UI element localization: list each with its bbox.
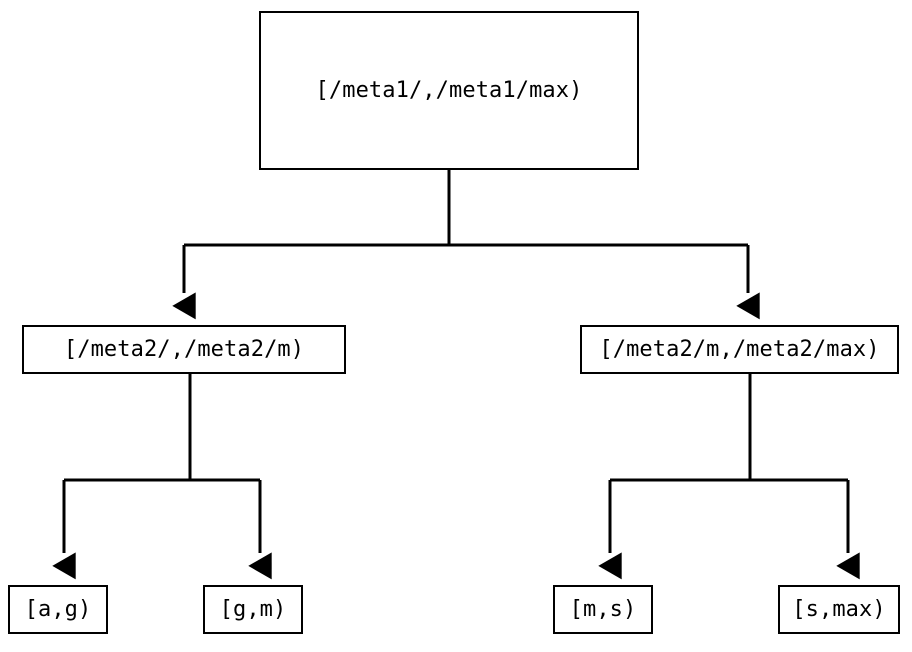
- node-leaf-m-s-label: [m,s): [569, 596, 637, 622]
- node-meta2-lower[interactable]: [/meta2/,/meta2/m): [22, 325, 346, 374]
- node-leaf-s-max[interactable]: [s,max): [778, 585, 900, 634]
- node-meta2-upper-label: [/meta2/m,/meta2/max): [599, 336, 880, 362]
- node-leaf-g-m[interactable]: [g,m): [203, 585, 303, 634]
- node-leaf-a-g[interactable]: [a,g): [8, 585, 108, 634]
- node-leaf-g-m-label: [g,m): [219, 596, 287, 622]
- node-leaf-a-g-label: [a,g): [24, 596, 92, 622]
- node-meta2-lower-label: [/meta2/,/meta2/m): [63, 336, 305, 362]
- node-leaf-m-s[interactable]: [m,s): [553, 585, 653, 634]
- node-root[interactable]: [/meta1/,/meta1/max): [259, 11, 639, 170]
- node-root-label: [/meta1/,/meta1/max): [315, 77, 583, 103]
- edge-root-to-level2: [172, 170, 760, 320]
- edge-meta2lo-to-leaves: [52, 374, 272, 580]
- node-meta2-upper[interactable]: [/meta2/m,/meta2/max): [580, 325, 899, 374]
- edge-meta2hi-to-leaves: [598, 374, 860, 580]
- node-leaf-s-max-label: [s,max): [792, 596, 886, 622]
